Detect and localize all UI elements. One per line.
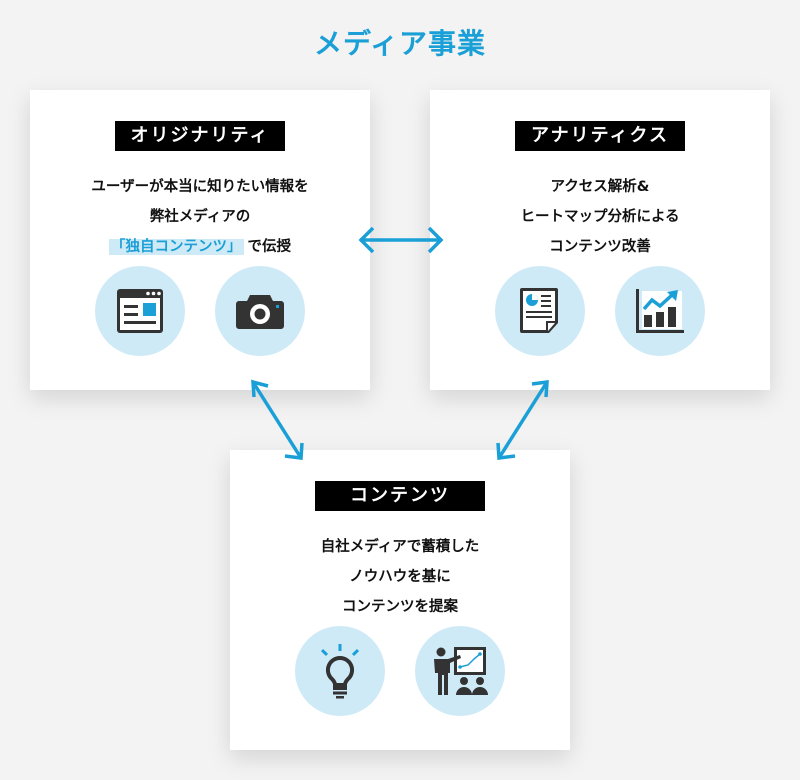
card-description: アクセス解析& ヒートマップ分析による コンテンツ改善 (430, 172, 770, 262)
arrow-originality-contents (251, 379, 304, 460)
camera-icon (215, 266, 305, 356)
icon-row (430, 266, 770, 356)
icon-row (30, 266, 370, 356)
card-label: コンテンツ (315, 481, 485, 511)
card-label: オリジナリティ (115, 121, 285, 151)
desc-line: アクセス解析& (550, 179, 650, 195)
desc-line: コンテンツ改善 (549, 239, 651, 255)
growth-chart-icon (615, 266, 705, 356)
card-contents: コンテンツ 自社メディアで蓄積した ノウハウを基に コンテンツを提案 (230, 450, 570, 750)
title-wrap: メディア事業 (0, 24, 800, 64)
card-originality: オリジナリティ ユーザーが本当に知りたい情報を 弊社メディアの 「独自コンテンツ… (30, 90, 370, 390)
highlight-text: 「独自コンテンツ」 (109, 239, 244, 255)
page-title-text: メディア事業 (313, 27, 487, 60)
desc-tail: で伝授 (247, 239, 292, 255)
web-page-icon (95, 266, 185, 356)
page-title: メディア事業 (308, 24, 493, 64)
card-description: ユーザーが本当に知りたい情報を 弊社メディアの 「独自コンテンツ」で伝授 (30, 172, 370, 262)
card-analytics: アナリティクス アクセス解析& ヒートマップ分析による コンテンツ改善 (430, 90, 770, 390)
card-label: アナリティクス (515, 121, 685, 151)
card-description: 自社メディアで蓄積した ノウハウを基に コンテンツを提案 (230, 532, 570, 622)
lightbulb-icon (295, 626, 385, 716)
desc-line: コンテンツを提案 (342, 599, 458, 615)
desc-line: ユーザーが本当に知りたい情報を (91, 179, 309, 195)
arrow-analytics-contents (496, 379, 549, 460)
desc-line: ヒートマップ分析による (520, 209, 680, 225)
report-document-icon (495, 266, 585, 356)
icon-row (230, 626, 570, 716)
desc-line: 弊社メディアの (149, 209, 251, 225)
desc-line: 自社メディアで蓄積した (320, 539, 480, 555)
desc-line: ノウハウを基に (349, 569, 451, 585)
presentation-icon (415, 626, 505, 716)
desc-line: 「独自コンテンツ」で伝授 (30, 232, 370, 262)
